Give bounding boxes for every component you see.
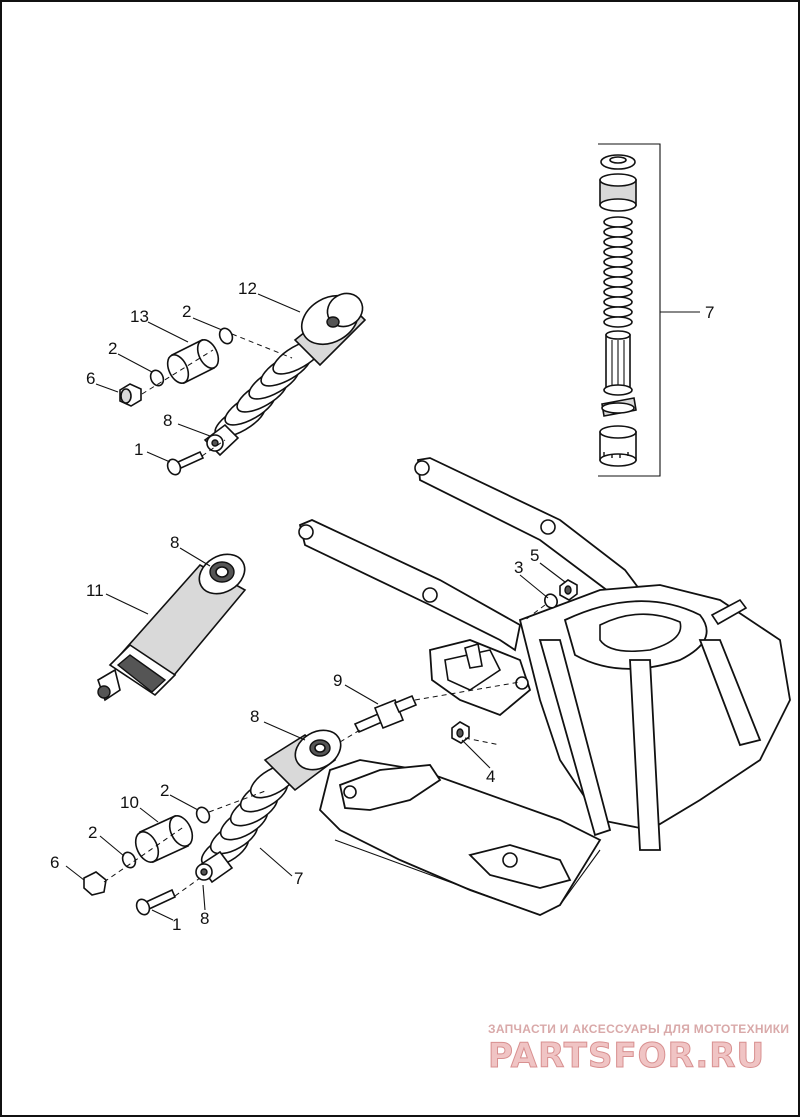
callout-3: 3 xyxy=(514,558,523,577)
upper-shock-12 xyxy=(203,292,367,457)
shock-spring-upper xyxy=(214,339,324,438)
frame-assembly xyxy=(298,457,791,916)
washer-2b xyxy=(149,369,165,387)
spacer-10 xyxy=(134,814,194,864)
callout-12: 12 xyxy=(238,279,257,298)
callout-1-upper: 1 xyxy=(134,440,143,459)
washer-2a xyxy=(218,327,234,345)
callout-6-lower: 6 xyxy=(50,853,59,872)
callout-2-lower-top: 2 xyxy=(160,781,169,800)
shock-7-exploded-view xyxy=(599,154,637,467)
bolt-1b xyxy=(135,888,177,916)
callout-1-lower: 1 xyxy=(172,915,181,934)
callout-8-lower-bottom: 8 xyxy=(200,909,209,928)
lower-shock-7 xyxy=(195,729,342,884)
watermark-tagline: ЗАПЧАСТИ И АКСЕССУАРЫ ДЛЯ МОТОТЕХНИКИ xyxy=(488,1022,790,1036)
callout-13: 13 xyxy=(130,307,149,326)
callout-10: 10 xyxy=(120,793,139,812)
callout-2-lower-left: 2 xyxy=(88,823,97,842)
washer-2c xyxy=(195,806,211,824)
callout-5: 5 xyxy=(530,546,539,565)
callout-8-lower-top: 8 xyxy=(250,707,259,726)
callout-8-shock-11: 8 xyxy=(170,533,179,552)
shock-spring-lower xyxy=(200,763,299,868)
callout-11: 11 xyxy=(86,581,104,600)
callout-8-upper: 8 xyxy=(163,411,172,430)
bolt-1a xyxy=(166,450,205,476)
cap-nut-6a xyxy=(119,383,142,407)
nut-4 xyxy=(451,721,470,744)
stud-9 xyxy=(353,694,418,734)
spacer-13 xyxy=(166,338,220,385)
callout-2-upper-top: 2 xyxy=(182,302,191,321)
callout-4: 4 xyxy=(486,767,495,786)
callout-6-upper: 6 xyxy=(86,369,95,388)
leader-lines xyxy=(65,293,566,921)
callout-bracket-7 xyxy=(598,143,661,477)
callout-7-lower: 7 xyxy=(294,869,303,888)
nut-5 xyxy=(559,579,578,601)
shock-absorber-11 xyxy=(97,553,247,702)
exploded-spring xyxy=(603,216,633,328)
watermark-logo: PARTSFOR.RU xyxy=(488,1036,766,1077)
cap-nut-6b xyxy=(83,871,107,896)
washer-2d xyxy=(121,851,137,869)
callout-9: 9 xyxy=(333,671,342,690)
callout-2-upper-left: 2 xyxy=(108,339,117,358)
callout-7-exploded: 7 xyxy=(705,303,714,322)
